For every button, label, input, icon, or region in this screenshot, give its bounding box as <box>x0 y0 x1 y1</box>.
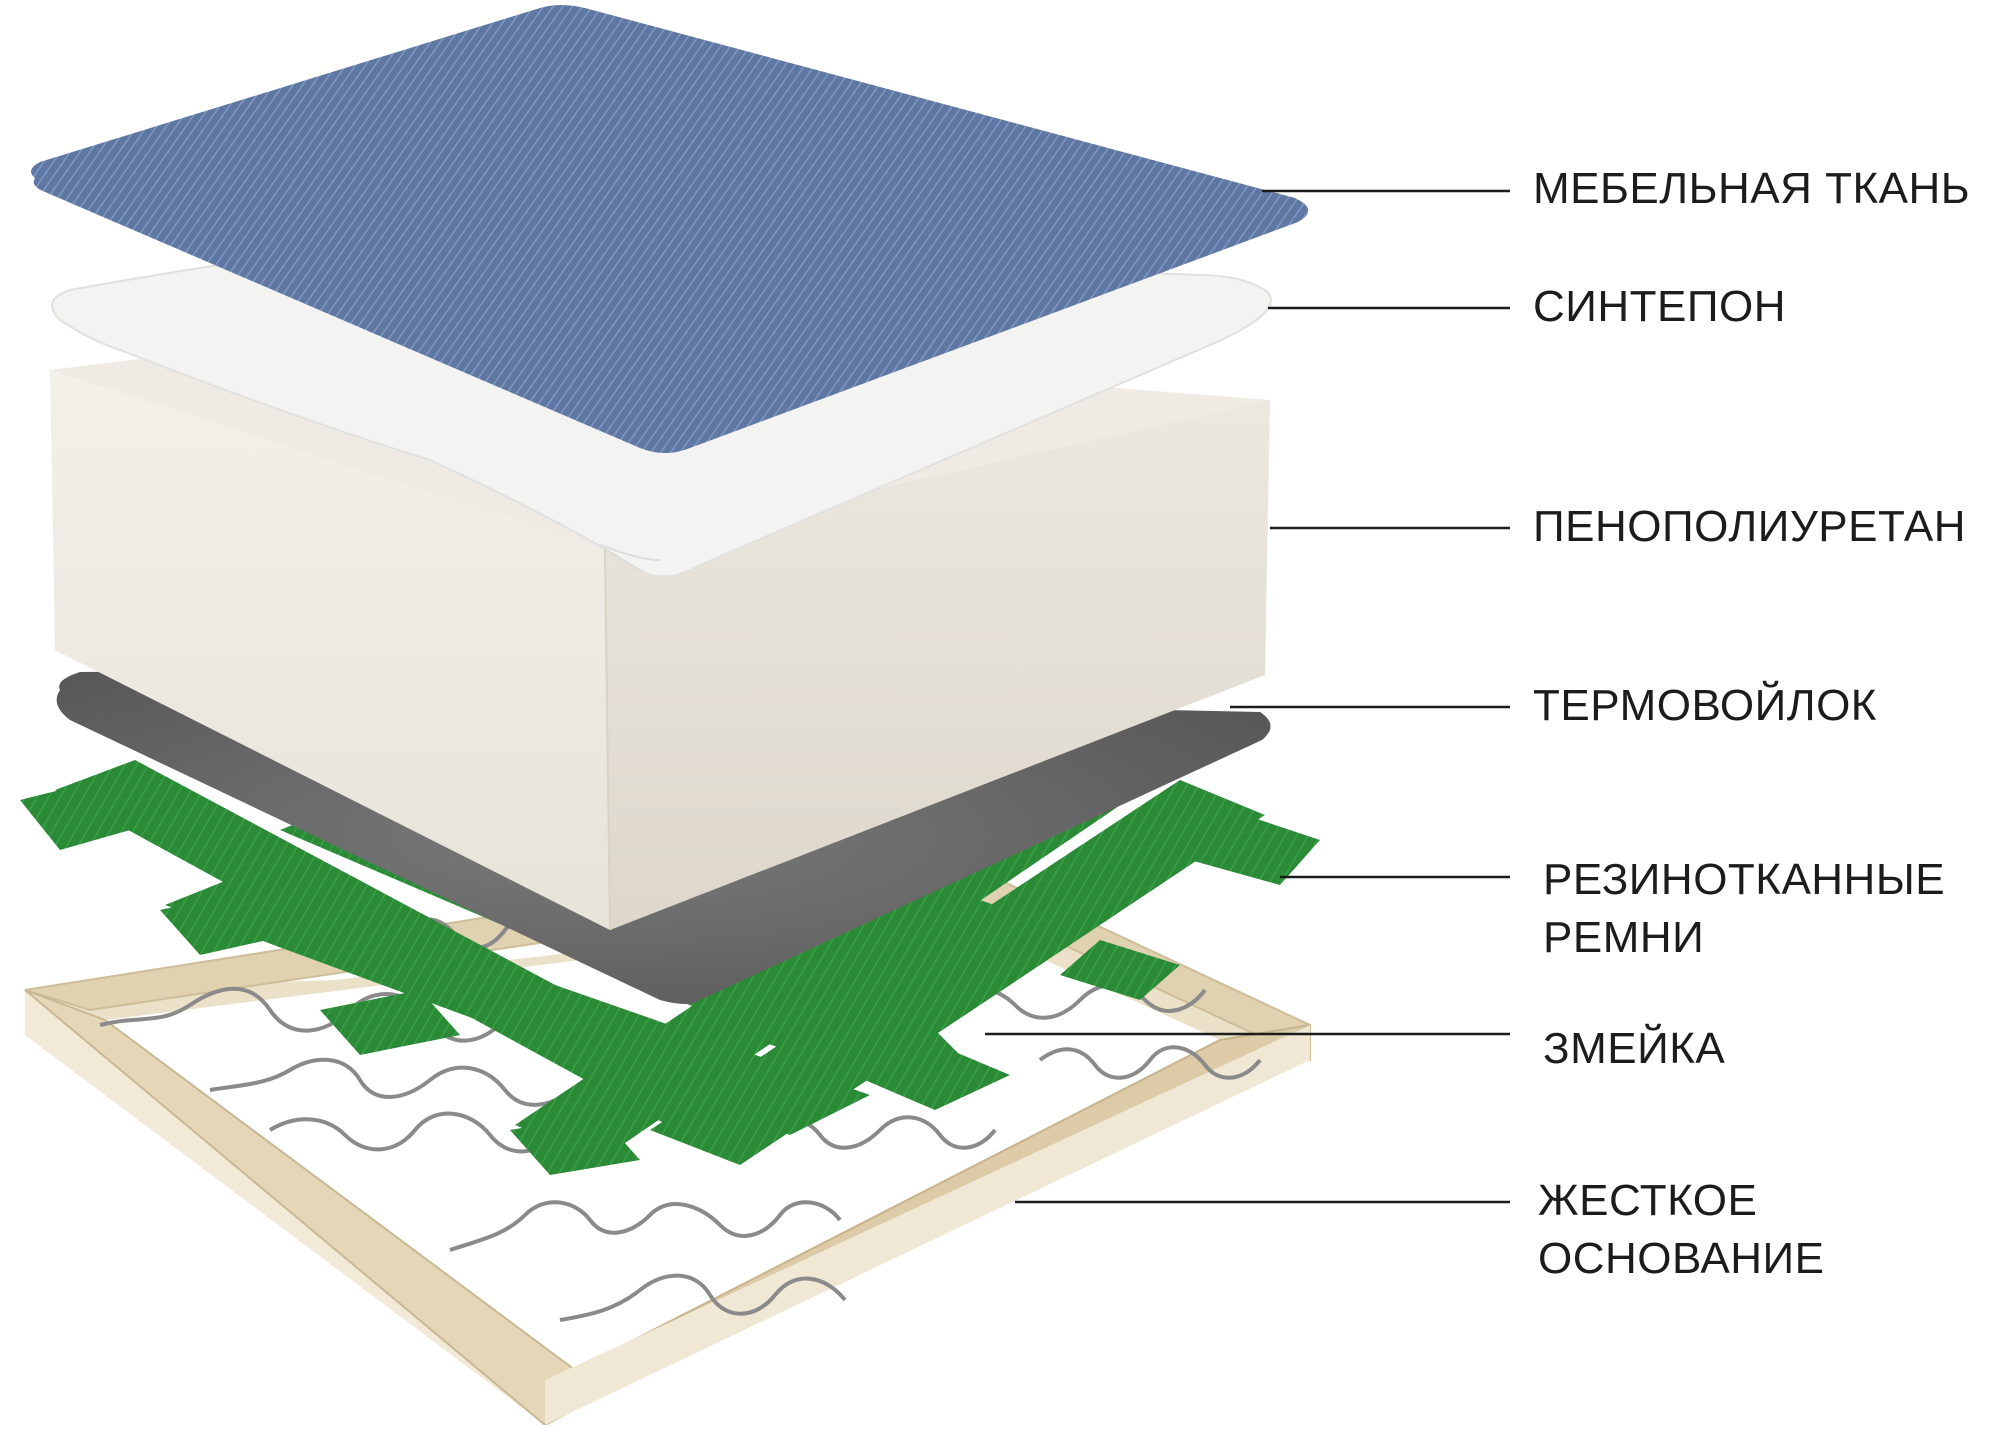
label-fabric: МЕБЕЛЬНАЯ ТКАНЬ <box>1533 160 1970 218</box>
label-base-line-1: ЖЕСТКОЕ <box>1538 1176 1758 1225</box>
upholstery-fabric <box>31 5 1309 453</box>
label-base-line-2: ОСНОВАНИЕ <box>1538 1234 1825 1283</box>
label-base: ЖЕСТКОЕ ОСНОВАНИЕ <box>1538 1172 1824 1288</box>
label-felt-line: ТЕРМОВОЙЛОК <box>1533 681 1877 730</box>
leader-lines <box>985 189 1510 1204</box>
label-straps-line-2: РЕМНИ <box>1543 913 1705 962</box>
label-foam: ПЕНОПОЛИУРЕТАН <box>1533 498 1966 556</box>
label-foam-line: ПЕНОПОЛИУРЕТАН <box>1533 502 1967 551</box>
label-springs: ЗМЕЙКА <box>1543 1020 1725 1078</box>
label-felt: ТЕРМОВОЙЛОК <box>1533 677 1877 735</box>
label-straps-line-1: РЕЗИНОТКАННЫЕ <box>1543 855 1946 904</box>
label-straps: РЕЗИНОТКАННЫЕ РЕМНИ <box>1543 851 1945 967</box>
label-fabric-line: МЕБЕЛЬНАЯ ТКАНЬ <box>1533 164 1971 213</box>
label-springs-line: ЗМЕЙКА <box>1543 1024 1726 1073</box>
label-sintepon-line: СИНТЕПОН <box>1533 282 1787 331</box>
label-sintepon: СИНТЕПОН <box>1533 278 1786 336</box>
